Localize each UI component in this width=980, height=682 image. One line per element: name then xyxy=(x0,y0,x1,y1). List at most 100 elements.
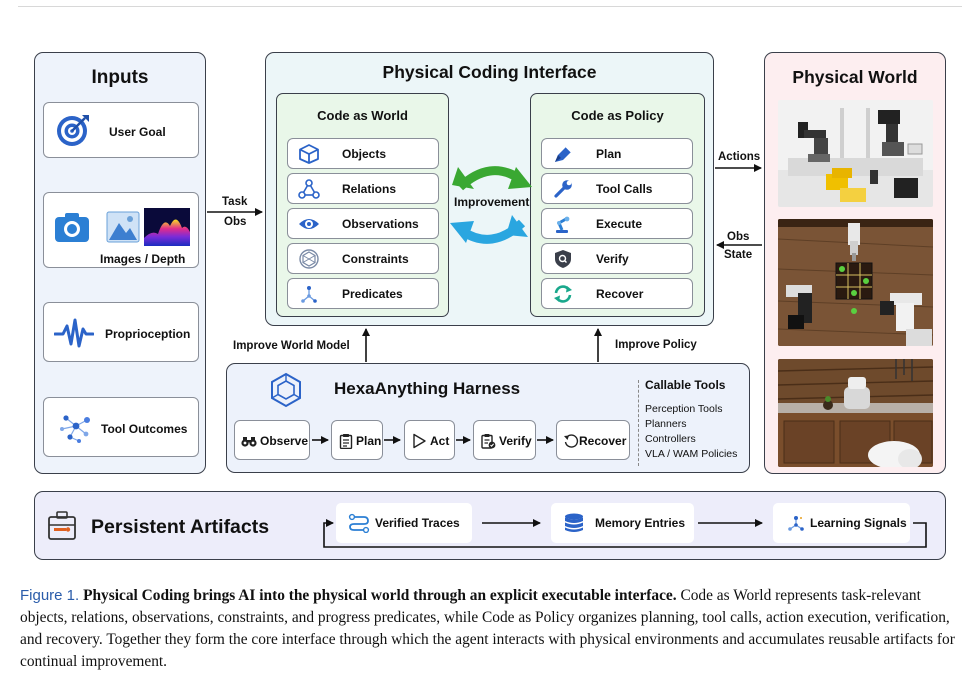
world-label-objects: Objects xyxy=(342,147,387,161)
artifact-verified-traces: Verified Traces xyxy=(336,503,472,543)
graph-nodes-icon xyxy=(298,179,320,199)
world-label-relations: Relations xyxy=(342,182,397,196)
code-as-world-title: Code as World xyxy=(317,108,408,123)
world-item-predicates: Predicates xyxy=(287,278,439,309)
tool-vla-wam-policies: VLA / WAM Policies xyxy=(645,448,738,460)
database-icon xyxy=(565,513,583,532)
harness-step-observe: Observe xyxy=(234,420,310,460)
tool-perception-tools: Perception Tools xyxy=(645,403,723,415)
harness-step-recover: Recover xyxy=(556,420,630,460)
policy-label-verify: Verify xyxy=(596,252,629,266)
harness-title: HexaAnything Harness xyxy=(334,379,521,398)
inputs-panel: Inputs User Goal xyxy=(34,52,206,474)
network-icon xyxy=(60,415,90,443)
artifact-learning-signals: Learning Signals xyxy=(773,503,910,543)
constraint-icon xyxy=(299,249,319,269)
code-as-policy-panel: Code as Policy Plan Tool Calls xyxy=(530,93,705,317)
harness-step-label-verify: Verify xyxy=(499,434,532,448)
harness-step-plan: Plan xyxy=(331,420,383,460)
hexaanything-harness-panel: HexaAnything Harness Observe Plan Act xyxy=(226,363,750,473)
artifact-label-verified-traces: Verified Traces xyxy=(375,516,460,530)
caption-bold-sentence: Physical Coding brings AI into the physi… xyxy=(83,587,677,604)
binoculars-icon xyxy=(241,437,257,447)
figure-caption: Figure 1. Physical Coding brings AI into… xyxy=(20,585,964,673)
arrow-label-state: State xyxy=(724,249,753,261)
harness-step-label-observe: Observe xyxy=(260,434,309,448)
wrench-icon xyxy=(554,180,572,198)
arrow-label-improve-policy: Improve Policy xyxy=(615,339,697,351)
input-label-user-goal: User Goal xyxy=(109,125,166,139)
arrow-label-obs: Obs xyxy=(224,216,247,228)
harness-step-act: Act xyxy=(404,420,455,460)
top-rule xyxy=(18,6,962,7)
input-proprioception: Proprioception xyxy=(43,302,199,362)
camera-icon xyxy=(55,213,89,242)
refresh-icon xyxy=(554,285,572,303)
world-item-objects: Objects xyxy=(287,138,439,169)
caption-body: Code as World represents task-relevant o… xyxy=(20,587,955,670)
hexa-logo-icon xyxy=(271,372,301,408)
shield-search-icon xyxy=(555,250,571,268)
world-label-constraints: Constraints xyxy=(342,252,409,266)
harness-step-label-recover: Recover xyxy=(579,434,627,448)
artifact-memory-entries: Memory Entries xyxy=(551,503,694,543)
pci-title: Physical Coding Interface xyxy=(382,62,597,82)
cube-icon xyxy=(299,144,319,164)
policy-item-plan: Plan xyxy=(541,138,693,169)
signal-sparkle-icon xyxy=(788,516,804,531)
artifact-label-memory-entries: Memory Entries xyxy=(595,516,686,530)
input-label-images-depth: Images / Depth xyxy=(100,252,186,266)
world-label-predicates: Predicates xyxy=(342,287,403,301)
arrow-label-actions: Actions xyxy=(718,151,761,163)
policy-item-execute: Execute xyxy=(541,208,693,239)
tool-controllers: Controllers xyxy=(645,433,696,445)
undo-circle-icon xyxy=(564,434,579,448)
improvement-label: Improvement xyxy=(454,195,530,209)
policy-item-verify: Verify xyxy=(541,243,693,274)
figure-label: Figure 1. xyxy=(20,587,80,604)
harness-step-label-act: Act xyxy=(430,434,450,448)
policy-item-tool-calls: Tool Calls xyxy=(541,173,693,204)
persistent-artifacts-title: Persistent Artifacts xyxy=(91,516,270,538)
world-label-observations: Observations xyxy=(342,217,419,231)
code-as-world-panel: Code as World Objects Relations xyxy=(276,93,449,317)
predicate-tree-icon xyxy=(301,286,317,303)
target-icon xyxy=(57,115,89,146)
input-user-goal: User Goal xyxy=(43,102,199,158)
arrow-label-improve-world-model: Improve World Model xyxy=(233,340,350,352)
waveform-icon xyxy=(54,318,94,348)
physical-coding-interface-panel: Physical Coding Interface Code as World … xyxy=(265,52,714,326)
scene-image-board-robot xyxy=(778,219,933,346)
pen-icon xyxy=(555,146,572,162)
world-item-constraints: Constraints xyxy=(287,243,439,274)
improvement-cycle-arrows xyxy=(450,166,532,244)
world-item-observations: Observations xyxy=(287,208,439,239)
harness-step-verify: Verify xyxy=(473,420,536,460)
tools-divider xyxy=(638,380,639,466)
policy-item-recover: Recover xyxy=(541,278,693,309)
world-item-relations: Relations xyxy=(287,173,439,204)
input-tool-outcomes: Tool Outcomes xyxy=(43,397,199,457)
input-images-depth: Images / Depth xyxy=(43,192,199,268)
scene-image-kitchen xyxy=(778,359,933,467)
policy-label-plan: Plan xyxy=(596,147,622,161)
policy-label-execute: Execute xyxy=(596,217,643,231)
image-icon xyxy=(106,211,140,243)
input-label-proprioception: Proprioception xyxy=(105,327,191,341)
eye-icon xyxy=(299,219,319,229)
trace-path-icon xyxy=(348,513,370,533)
play-icon xyxy=(413,433,426,449)
arrow-label-obs-return: Obs xyxy=(727,231,750,243)
callable-tools-title: Callable Tools xyxy=(645,378,726,392)
physical-world-title: Physical World xyxy=(792,67,918,87)
robot-arm-icon xyxy=(556,216,570,233)
scene-image-lab-robots xyxy=(778,100,933,207)
policy-label-tool-calls: Tool Calls xyxy=(596,182,653,196)
toolbox-icon xyxy=(48,511,76,540)
policy-label-recover: Recover xyxy=(596,287,644,301)
checklist-icon xyxy=(481,434,496,449)
tool-planners: Planners xyxy=(645,418,687,430)
callable-tools-list: Callable Tools Perception Tools Planners… xyxy=(645,378,737,462)
depth-map-icon xyxy=(144,208,190,246)
clipboard-icon xyxy=(339,434,353,449)
